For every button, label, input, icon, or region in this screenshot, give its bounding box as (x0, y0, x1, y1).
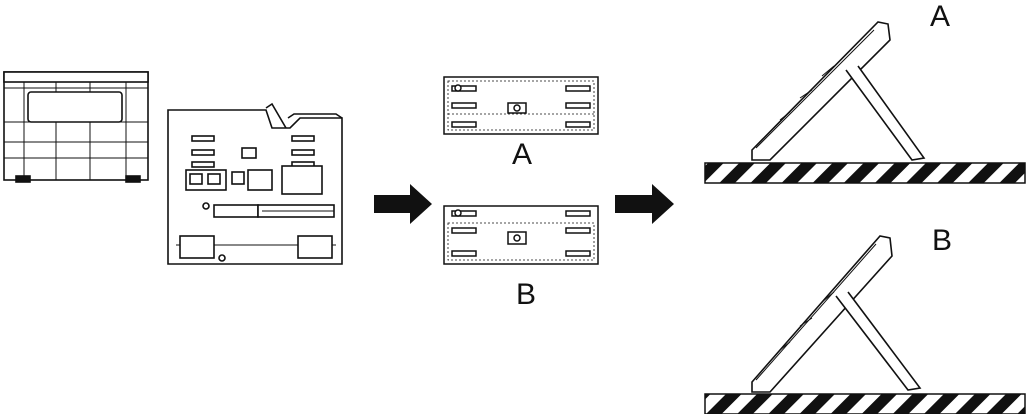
slot-panel-icon (443, 205, 599, 265)
slot-option-a-label: A (512, 138, 533, 171)
phone-side-icon (751, 235, 922, 393)
phone-back-icon (167, 102, 343, 265)
slot-panel-icon (443, 76, 599, 135)
phone-side-icon (751, 21, 926, 161)
angle-option-a-label: A (930, 0, 951, 33)
stand-icon (3, 71, 149, 183)
slot-option-b-label: B (516, 278, 537, 311)
angle-option-b-label: B (932, 224, 953, 257)
desk-surface-icon (704, 393, 1026, 415)
arrow-icon (374, 184, 432, 224)
desk-surface-icon (704, 162, 1026, 184)
arrow-icon (615, 184, 674, 224)
